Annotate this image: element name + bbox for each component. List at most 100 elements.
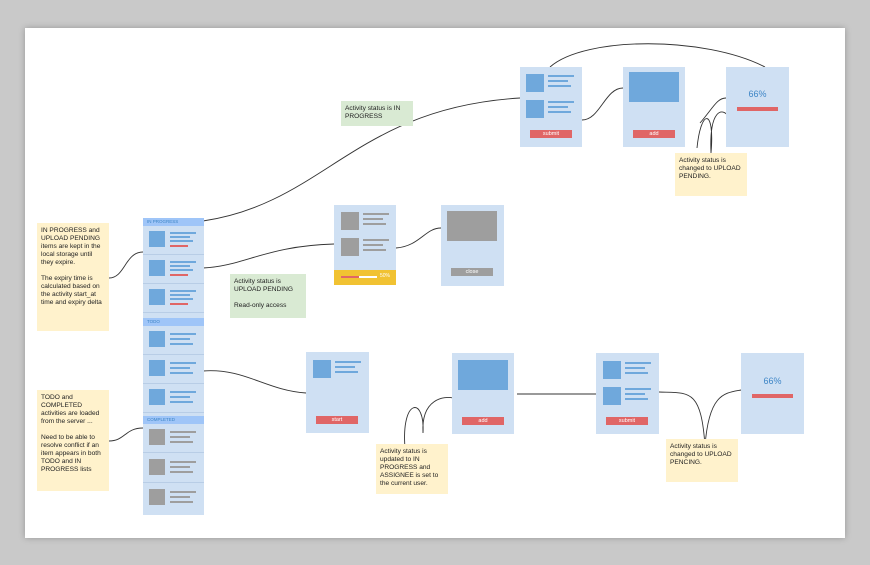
list-item[interactable] (143, 226, 204, 255)
connector-submit-loop-top (549, 43, 766, 68)
connector-upload-item-to-screen (202, 243, 335, 269)
item-text-line (363, 223, 386, 225)
item-text-line (548, 111, 571, 113)
item-thumbnail (149, 289, 165, 305)
item-thumbnail (149, 360, 165, 376)
item-thumbnail (149, 429, 165, 445)
item-text-line (335, 371, 358, 373)
item-text-line (170, 294, 190, 296)
note-status-in-progress: Activity status is IN PROGRESS (341, 101, 413, 126)
item-text-line (625, 372, 648, 374)
item-thumbnail (526, 100, 544, 118)
connector-in-progress-to-submit-screen (202, 97, 521, 222)
upload-percent-label: 66% (748, 89, 767, 99)
note-status-updated-in-progress-assignee: Activity status is updated to IN PROGRES… (376, 444, 448, 494)
item-text-line (548, 85, 571, 87)
item-text-line (170, 333, 196, 335)
item-text-line (625, 388, 651, 390)
connector-note-top-curve (696, 111, 729, 154)
section-header-completed: COMPLETED (143, 416, 204, 424)
item-text-line (170, 491, 196, 493)
connectors (108, 43, 766, 449)
upload-bar-percent: 50% (380, 273, 391, 279)
item-thumbnail (603, 387, 621, 405)
section-header-in-progress: IN PROGRESS (143, 218, 204, 226)
note-status-changed-upload-pencing-bottom: Activity status is changed to UPLOAD PEN… (666, 439, 738, 482)
upload-bar-fill (341, 276, 359, 278)
item-text-line (170, 471, 193, 473)
connector-left-note-bottom (108, 427, 144, 442)
screen-add-top: add (623, 67, 685, 147)
item-thumbnail (149, 459, 165, 475)
item-thumbnail (341, 238, 359, 256)
list-item[interactable] (143, 484, 204, 513)
list-item[interactable] (143, 326, 204, 355)
item-text-line (170, 265, 190, 267)
item-progress-bar (170, 245, 188, 247)
list-item[interactable] (143, 255, 204, 284)
item-text-line (170, 396, 190, 398)
start-button[interactable]: start (316, 416, 358, 424)
screen-upload-progress-top: 66% (726, 67, 789, 147)
close-button[interactable]: close (451, 268, 493, 276)
note-server-loaded: TODO and COMPLETED activities are loaded… (37, 390, 109, 491)
item-thumbnail (149, 489, 165, 505)
connector-note-mid-curve (404, 397, 454, 449)
list-item[interactable] (143, 454, 204, 483)
item-text-line (170, 338, 190, 340)
upload-progress-bar (737, 107, 778, 111)
item-text-line (363, 249, 386, 251)
note-status-upload-pending-readonly: Activity status is UPLOAD PENDING Read-o… (230, 274, 306, 318)
item-text-line (625, 367, 645, 369)
item-text-line (170, 298, 193, 300)
item-thumbnail (149, 331, 165, 347)
item-text-line (625, 398, 648, 400)
item-text-line (548, 80, 568, 82)
list-item[interactable] (143, 424, 204, 453)
submit-button[interactable]: submit (606, 417, 648, 425)
list-item[interactable] (143, 284, 204, 313)
item-text-line (335, 361, 361, 363)
item-text-line (548, 101, 574, 103)
item-thumbnail (149, 389, 165, 405)
screen-readonly-close: close (441, 205, 504, 286)
item-text-line (170, 461, 196, 463)
item-text-line (170, 240, 193, 242)
note-local-storage-expiry: IN PROGRESS and UPLOAD PENDING items are… (37, 223, 109, 331)
item-text-line (363, 218, 383, 220)
item-thumbnail (526, 74, 544, 92)
item-text-line (170, 466, 190, 468)
item-text-line (170, 269, 193, 271)
item-text-line (170, 236, 190, 238)
list-item[interactable] (143, 384, 204, 413)
item-text-line (170, 367, 190, 369)
section-header-todo: TODO (143, 318, 204, 326)
list-item[interactable] (143, 355, 204, 384)
item-text-line (170, 391, 196, 393)
item-text-line (625, 393, 645, 395)
item-text-line (170, 431, 196, 433)
item-text-line (363, 244, 383, 246)
item-text-line (170, 261, 196, 263)
item-text-line (170, 362, 196, 364)
diagram-canvas: IN PROGRESS TODO (25, 28, 845, 538)
upload-bar-track (341, 276, 377, 278)
screen-todo-start: start (306, 352, 369, 433)
item-thumbnail (149, 231, 165, 247)
item-text-line (170, 372, 193, 374)
screen-add-bottom: add (452, 353, 514, 434)
item-text-line (335, 366, 355, 368)
item-text-line (363, 213, 389, 215)
connector-submit-to-add (581, 87, 624, 121)
add-button[interactable]: add (633, 130, 675, 138)
upload-progress-bar (752, 394, 793, 398)
item-text-line (548, 75, 574, 77)
media-preview (447, 211, 497, 241)
screen-submit-bottom: submit (596, 353, 659, 434)
submit-button[interactable]: submit (530, 130, 572, 138)
media-preview (629, 72, 679, 102)
add-button[interactable]: add (462, 417, 504, 425)
screen-upload-progress-bottom: 66% (741, 353, 804, 434)
item-text-line (170, 441, 193, 443)
media-preview (458, 360, 508, 390)
